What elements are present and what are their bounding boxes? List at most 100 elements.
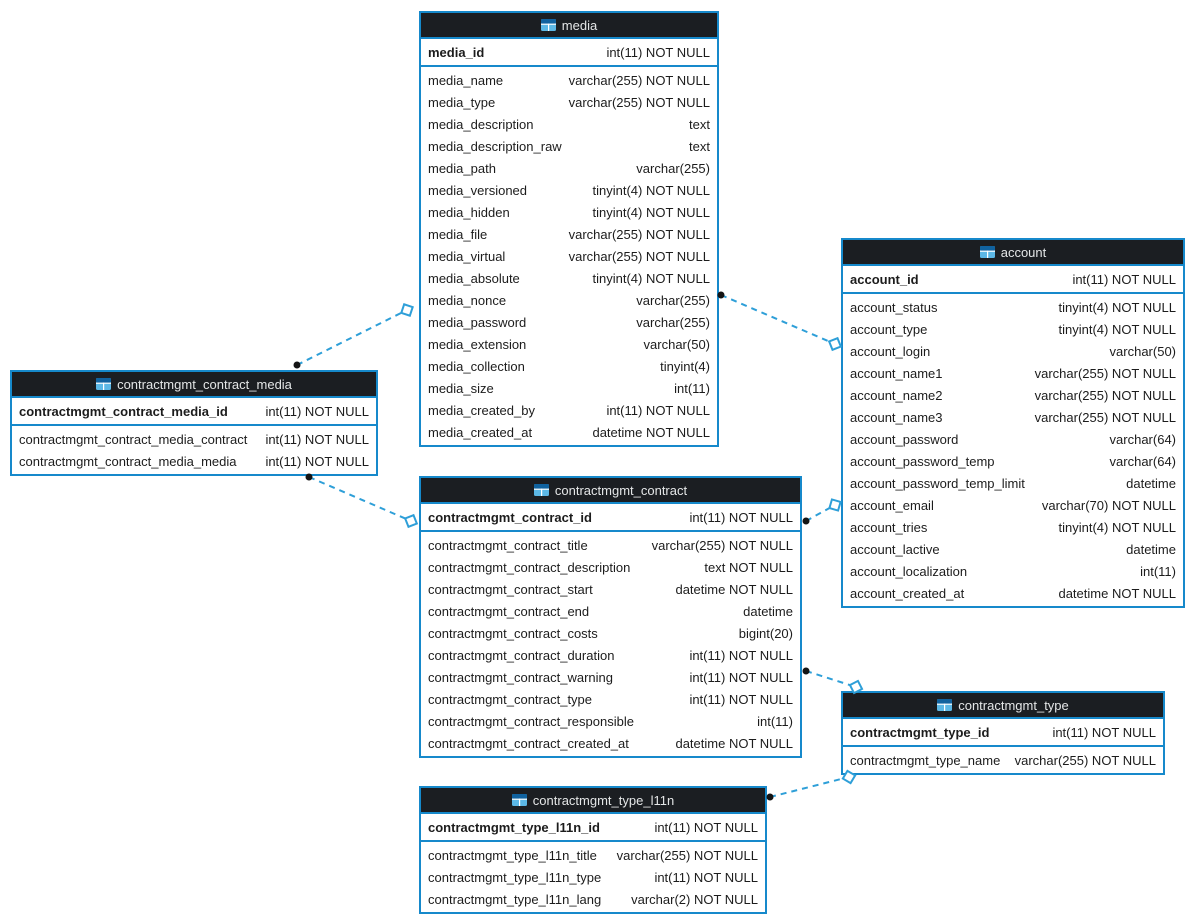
table-contractmgmt-contract-media[interactable]: contractmgmt_contract_media contractmgmt… xyxy=(10,370,378,476)
table-header[interactable]: media xyxy=(421,13,717,39)
relationship-line xyxy=(720,294,836,345)
field-name: media_virtual xyxy=(428,248,506,264)
field-type: varchar(255) xyxy=(636,314,710,330)
field-name: account_lactive xyxy=(850,541,940,557)
field-type: tinyint(4) NOT NULL xyxy=(592,182,710,198)
table-title: media xyxy=(561,17,598,33)
field-name: media_name xyxy=(428,72,504,88)
field-name: account_id xyxy=(850,271,919,287)
field-name: media_path xyxy=(428,160,496,176)
field-name: contractmgmt_contract_created_at xyxy=(428,735,629,751)
table-title: account xyxy=(1000,244,1047,260)
field-name: account_password_temp_limit xyxy=(850,475,1025,491)
table-icon xyxy=(511,794,527,806)
field-name: media_absolute xyxy=(428,270,520,286)
primary-key-row[interactable]: account_id int(11) NOT NULL xyxy=(843,266,1183,294)
table-header[interactable]: account xyxy=(843,240,1183,266)
table-contractmgmt-type-l11n[interactable]: contractmgmt_type_l11n contractmgmt_type… xyxy=(419,786,767,914)
field-name: account_created_at xyxy=(850,585,965,601)
field-type: varchar(255) NOT NULL xyxy=(651,537,793,553)
primary-key-row[interactable]: contractmgmt_type_l11n_id int(11) NOT NU… xyxy=(421,814,765,842)
field-type: tinyint(4) xyxy=(660,358,710,374)
primary-key-row[interactable]: media_id int(11) NOT NULL xyxy=(421,39,717,67)
primary-key-row[interactable]: contractmgmt_type_id int(11) NOT NULL xyxy=(843,719,1163,747)
field-name: contractmgmt_contract_responsible xyxy=(428,713,634,729)
primary-key-row[interactable]: contractmgmt_contract_media_id int(11) N… xyxy=(12,398,376,426)
field-name: account_tries xyxy=(850,519,928,535)
table-header[interactable]: contractmgmt_type_l11n xyxy=(421,788,765,814)
field-type: tinyint(4) NOT NULL xyxy=(592,204,710,220)
field-name: media_extension xyxy=(428,336,527,352)
table-contractmgmt-contract[interactable]: contractmgmt_contract contractmgmt_contr… xyxy=(419,476,802,758)
relationship-line xyxy=(308,476,412,522)
field-type: int(11) NOT NULL xyxy=(654,819,758,835)
field-type: int(11) NOT NULL xyxy=(654,869,758,885)
primary-key-row[interactable]: contractmgmt_contract_id int(11) NOT NUL… xyxy=(421,504,800,532)
table-contractmgmt-type[interactable]: contractmgmt_type contractmgmt_type_id i… xyxy=(841,691,1165,775)
field-row[interactable]: media_nonce varchar(255) xyxy=(421,289,717,311)
field-name: account_login xyxy=(850,343,931,359)
field-type: varchar(255) xyxy=(636,292,710,308)
field-name: media_file xyxy=(428,226,488,242)
table-header[interactable]: contractmgmt_contract xyxy=(421,478,800,504)
table-media[interactable]: media media_id int(11) NOT NULL media_na… xyxy=(419,11,719,447)
field-name: contractmgmt_contract_media_id xyxy=(19,403,228,419)
table-account[interactable]: account account_id int(11) NOT NULL acco… xyxy=(841,238,1185,608)
field-name: media_nonce xyxy=(428,292,507,308)
relationship-diamond-endpoint xyxy=(403,513,419,529)
relationship-dot-endpoint xyxy=(802,517,810,525)
table-header[interactable]: contractmgmt_contract_media xyxy=(12,372,376,398)
table-header[interactable]: contractmgmt_type xyxy=(843,693,1163,719)
field-type: int(11) NOT NULL xyxy=(1072,271,1176,287)
field-name: contractmgmt_contract_warning xyxy=(428,669,613,685)
